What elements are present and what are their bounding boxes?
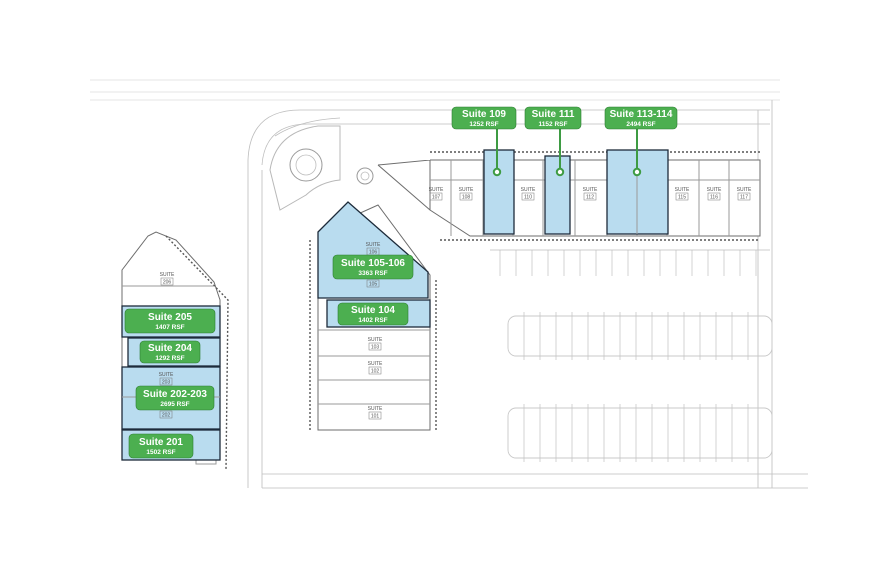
unit-110-box	[521, 192, 535, 201]
callout-suite-202-203-badge	[135, 385, 215, 411]
unit-116-number: 116	[710, 195, 718, 201]
callout-suite-202-203-area: 2695 RSF	[160, 401, 189, 408]
unit-117-word: SUITE	[737, 187, 752, 193]
background-sketch	[90, 79, 808, 489]
unit-107-word: SUITE	[429, 187, 444, 193]
callout-suite-201-title: Suite 201	[139, 437, 183, 448]
unit-115-box	[675, 192, 689, 201]
callout-suite-113-114-badge	[604, 106, 678, 130]
unit-206-word: SUITE	[160, 272, 175, 278]
callout-suite-204-title: Suite 204	[148, 343, 192, 354]
callout-suite-113-114-area: 2494 RSF	[626, 121, 655, 128]
unit-102-word: SUITE	[368, 361, 383, 367]
unit-110-word: SUITE	[521, 187, 536, 193]
unit-101-number: 101	[371, 414, 380, 420]
unit-103-number: 103	[371, 345, 380, 351]
callout-suite-204-badge	[139, 340, 201, 364]
callout-suite-109-pin	[492, 167, 502, 177]
unit-206-number: 206	[163, 280, 172, 286]
callout-suite-113-114-pin	[632, 167, 642, 177]
unit-102-box	[368, 366, 382, 375]
unit-108-box	[459, 192, 473, 201]
callout-suite-205-badge	[124, 308, 216, 334]
unit-106-word: SUITE	[366, 242, 381, 248]
callout-suite-201-badge	[128, 433, 194, 459]
unit-203-word: SUITE	[159, 372, 174, 378]
unit-202-box	[159, 410, 173, 419]
unit-103-box	[368, 342, 382, 351]
callout-suite-109-badge	[451, 106, 517, 130]
callout-suite-204-area: 1292 RSF	[155, 355, 184, 362]
callout-suite-205-area: 1407 RSF	[155, 324, 184, 331]
unit-203-number: 203	[162, 380, 171, 386]
callout-suite-109-title: Suite 109	[462, 109, 506, 120]
parking-island	[507, 315, 773, 357]
unit-105-number: 105	[369, 282, 378, 288]
callout-suite-105-106-area: 3363 RSF	[358, 270, 387, 277]
unit-112-box	[583, 192, 597, 201]
unit-106-number: 106	[369, 250, 378, 256]
callout-suite-109-area: 1252 RSF	[469, 121, 498, 128]
unit-107-number: 107	[432, 195, 441, 201]
unit-107-box	[429, 192, 443, 201]
unit-108-number: 108	[462, 195, 471, 201]
unit-112-word: SUITE	[583, 187, 598, 193]
suite-111-highlight[interactable]	[544, 155, 571, 235]
callout-suite-104-title: Suite 104	[351, 305, 395, 316]
plaza	[269, 125, 374, 211]
unit-102-number: 102	[371, 369, 380, 375]
unit-202-number: 202	[162, 413, 171, 419]
callout-suite-201-area: 1502 RSF	[146, 449, 175, 456]
unit-110-number: 110	[524, 195, 532, 201]
unit-206-box	[160, 277, 174, 286]
unit-116-word: SUITE	[707, 187, 722, 193]
parking-island	[507, 407, 773, 459]
callout-suite-104-area: 1402 RSF	[358, 317, 387, 324]
parking-lot	[490, 249, 773, 462]
unit-112-number: 112	[586, 195, 594, 201]
unit-101-box	[368, 411, 382, 420]
unit-116-box	[707, 192, 721, 201]
callout-suite-111-title: Suite 111	[532, 109, 575, 120]
callout-suite-111-area: 1152 RSF	[539, 121, 568, 128]
callout-suite-104-badge	[337, 302, 409, 326]
callout-suite-205-title: Suite 205	[148, 312, 192, 323]
unit-101-word: SUITE	[368, 406, 383, 412]
unit-117-number: 117	[740, 195, 748, 201]
unit-115-word: SUITE	[675, 187, 690, 193]
unit-108-word: SUITE	[459, 187, 474, 193]
suite-109-highlight[interactable]	[483, 149, 515, 235]
unit-105-box	[366, 279, 380, 288]
callout-suite-111-badge	[524, 106, 582, 130]
callout-suite-111-pin	[555, 167, 565, 177]
unit-203-box	[159, 377, 173, 386]
unit-103-word: SUITE	[368, 337, 383, 343]
callout-suite-113-114-title: Suite 113-114	[610, 109, 673, 120]
unit-115-number: 115	[678, 195, 686, 201]
unit-117-box	[737, 192, 751, 201]
callout-suite-105-106-badge	[332, 254, 414, 280]
callout-suite-202-203-title: Suite 202-203	[143, 389, 207, 400]
callout-suite-105-106-title: Suite 105-106	[341, 258, 405, 269]
